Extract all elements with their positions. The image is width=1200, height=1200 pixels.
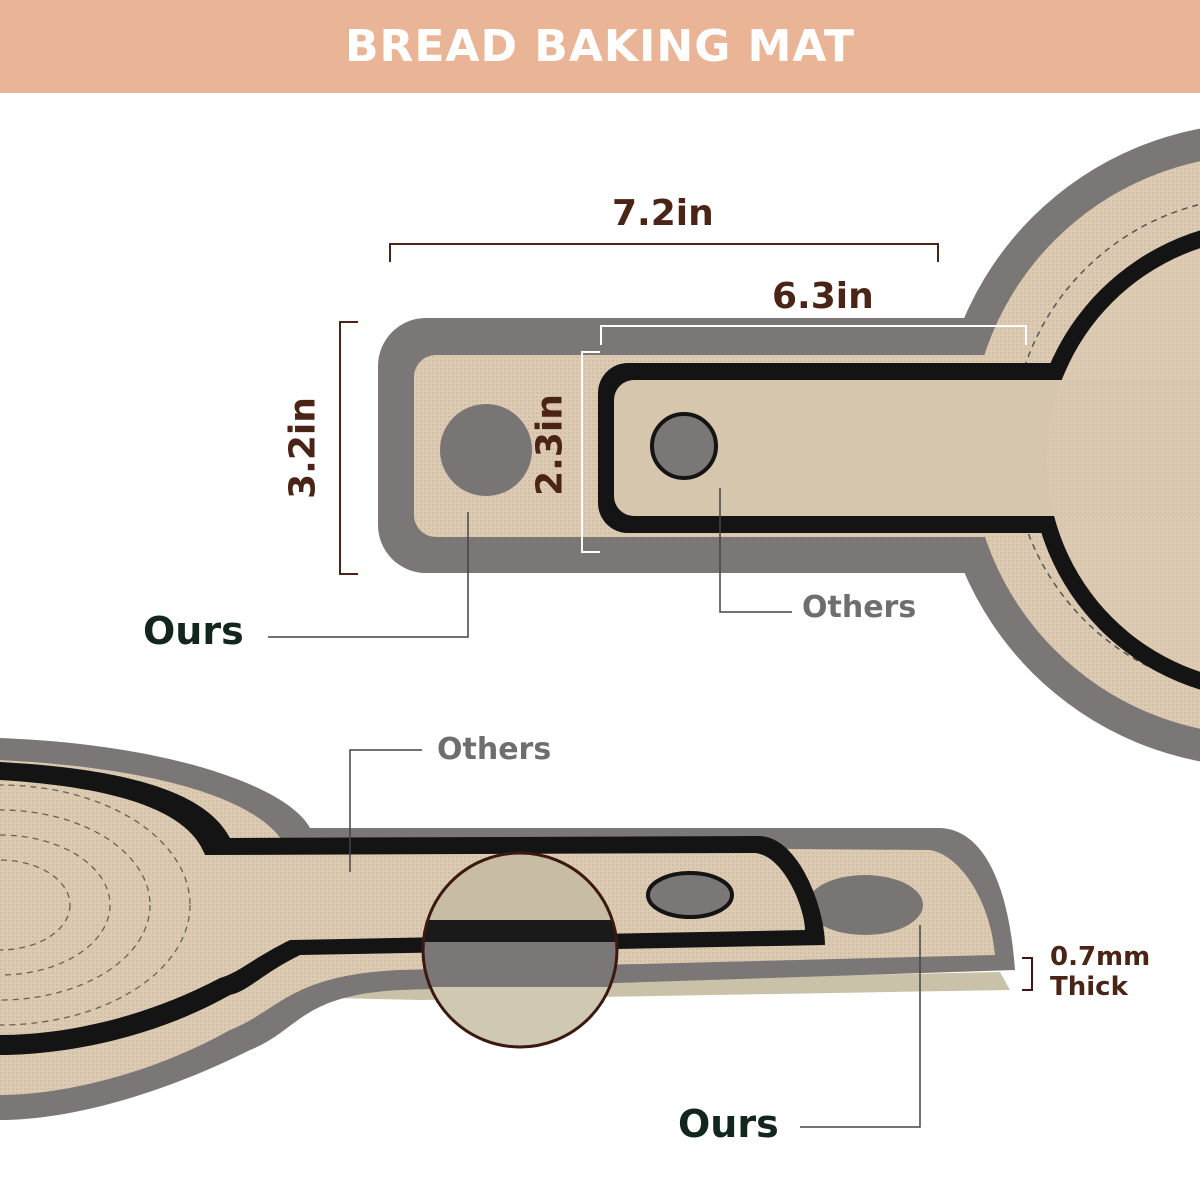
height-ours-label: 3.2in: [282, 397, 324, 499]
width-ours-bracket: [389, 243, 939, 262]
thickness-label: 0.7mm Thick: [1050, 942, 1150, 1002]
others-hang-hole-side: [646, 871, 734, 919]
thickness-bracket: [1022, 957, 1033, 991]
ours-hang-hole-side: [807, 875, 923, 935]
others-leader-top: [719, 488, 792, 613]
others-hang-hole-top: [650, 412, 718, 480]
leader-lines-top: [268, 488, 792, 638]
width-ours-label: 7.2in: [612, 193, 714, 234]
others-leader-side: [349, 749, 422, 872]
height-ours-bracket: [339, 321, 358, 575]
dimension-lines-top: [339, 243, 939, 575]
ours-hang-hole-top: [440, 404, 532, 496]
banner-title: BREAD BAKING MAT: [344, 21, 856, 72]
ours-leader-top: [268, 512, 469, 638]
width-others-label: 6.3in: [772, 276, 874, 317]
banner: BREAD BAKING MAT: [0, 0, 1200, 93]
thickness-value: 0.7mm: [1050, 942, 1151, 972]
top-mat-view: [378, 128, 1200, 762]
leader-lines-side: [349, 749, 921, 1128]
others-label-top: Others: [802, 590, 917, 625]
dimension-lines-others: [581, 325, 1027, 553]
ours-leader-side: [800, 925, 921, 1128]
thickness-unit: Thick: [1050, 972, 1128, 1002]
zoom-detail-circle: [421, 851, 619, 1049]
height-others-bracket: [581, 351, 600, 553]
width-others-bracket: [600, 325, 1027, 345]
height-others-label: 2.3in: [529, 394, 571, 496]
ours-label-side: Ours: [678, 1102, 779, 1146]
others-label-side: Others: [437, 732, 552, 767]
others-mat-top: [598, 230, 1200, 690]
ours-label-top: Ours: [143, 609, 244, 653]
